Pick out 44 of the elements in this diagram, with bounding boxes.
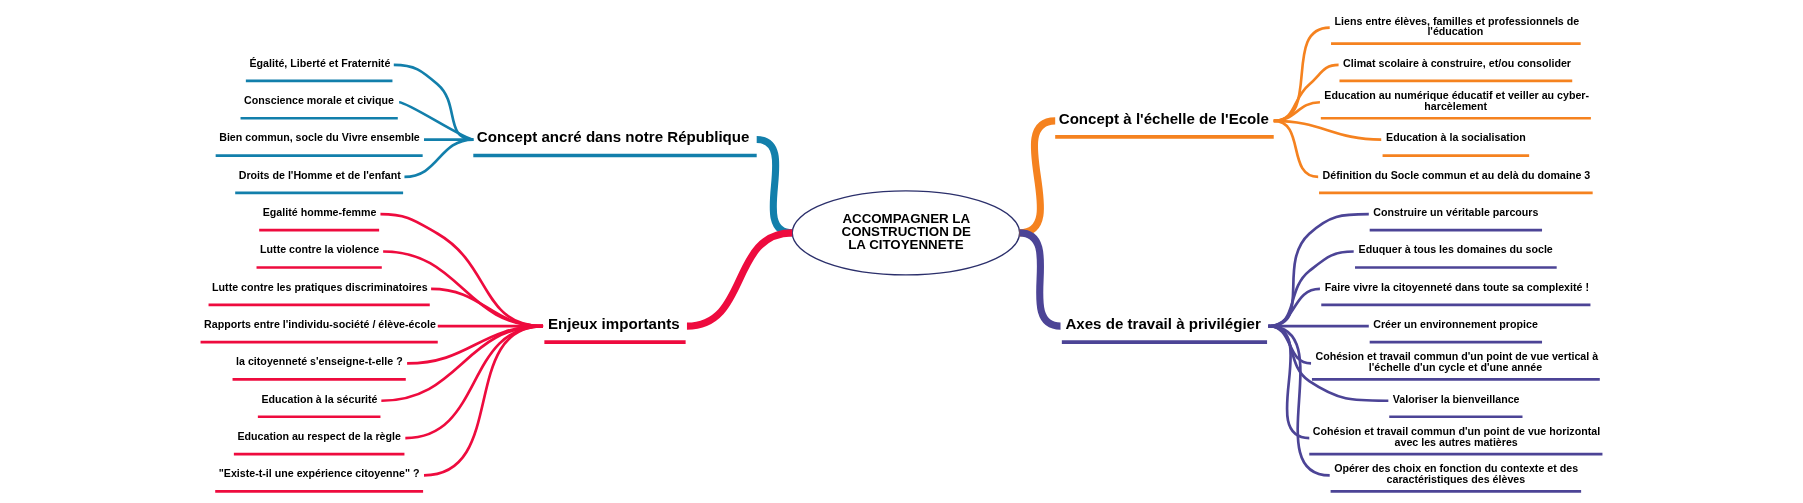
node-text: Education à la sécurité bbox=[261, 392, 378, 405]
connector bbox=[1273, 100, 1321, 123]
connector bbox=[686, 229, 793, 330]
node-text: Bien commun, socle du Vivre ensemble bbox=[219, 131, 420, 144]
node-text: Lutte contre les pratiques discriminatoires bbox=[212, 280, 428, 293]
connector bbox=[1273, 26, 1330, 123]
node-text: Lutte contre la violence bbox=[260, 243, 380, 256]
node-text: Concept ancré dans notre République bbox=[476, 128, 750, 146]
node-text: la citoyenneté s'enseigne-t-elle ? bbox=[236, 355, 403, 368]
connector bbox=[1268, 324, 1389, 403]
node-ellipse: ACCOMPAGNER LA CONSTRUCTION DE LA CITOYENNETE bbox=[791, 190, 1021, 276]
connector bbox=[1018, 229, 1062, 330]
connector bbox=[423, 324, 544, 477]
connector bbox=[1268, 324, 1310, 440]
node-text: "Existe-t-il une expérience citoyenne" ? bbox=[218, 467, 420, 480]
connector bbox=[393, 63, 474, 141]
node-text: Rapports entre l'individu-société / élève-école bbox=[204, 317, 436, 330]
node-text: Education à la socialisation bbox=[1386, 131, 1526, 144]
connector bbox=[404, 138, 474, 179]
node-text: Opérer des choix en fonction du contexte et des caractéristiques des élèves bbox=[1334, 462, 1579, 486]
connector bbox=[1273, 119, 1319, 179]
node-text: Faire vivre la citoyenneté dans toute sa complexité ! bbox=[1324, 280, 1589, 293]
node-text: Conscience morale et civique bbox=[244, 94, 394, 107]
node-text: Liens entre élèves, familles et professionnels de l'éducation bbox=[1334, 14, 1580, 38]
connector bbox=[398, 100, 474, 141]
node-text: Axes de travail à privilégier bbox=[1065, 314, 1261, 332]
node-text: Créer un environnement propice bbox=[1373, 317, 1538, 330]
node-text: Eduquer à tous les domaines du socle bbox=[1358, 243, 1553, 256]
node-text: Égalité, Liberté et Fraternité bbox=[249, 56, 391, 69]
node-text: Education au respect de la règle bbox=[237, 429, 401, 442]
node-text: Construire un véritable parcours bbox=[1373, 206, 1539, 219]
node-text: Valoriser la bienveillance bbox=[1392, 392, 1520, 405]
node-text: Climat scolaire à construire, et/ou consolider bbox=[1343, 56, 1572, 69]
node-text: Enjeux importants bbox=[547, 314, 680, 332]
node-text: Cohésion et travail commun d'un point de vue vertical à l'échelle d'un cycle et d'une année bbox=[1315, 350, 1599, 374]
node-text: Cohésion et travail commun d'un point de vue horizontal avec les autres matières bbox=[1312, 425, 1601, 448]
node-text: Droits de l'Homme et de l'enfant bbox=[238, 168, 401, 181]
node-text: Définition du Socle commun et au delà du domaine 3 bbox=[1322, 168, 1591, 181]
connector bbox=[1273, 63, 1339, 123]
node-text: Egalité homme-femme bbox=[262, 206, 377, 219]
connector bbox=[1268, 324, 1312, 365]
node-text: Concept à l'échelle de l'Ecole bbox=[1058, 109, 1269, 127]
connector bbox=[1268, 324, 1330, 477]
node-text: Education au numérique éducatif et veiller au cyber-harcèlement bbox=[1324, 89, 1590, 112]
